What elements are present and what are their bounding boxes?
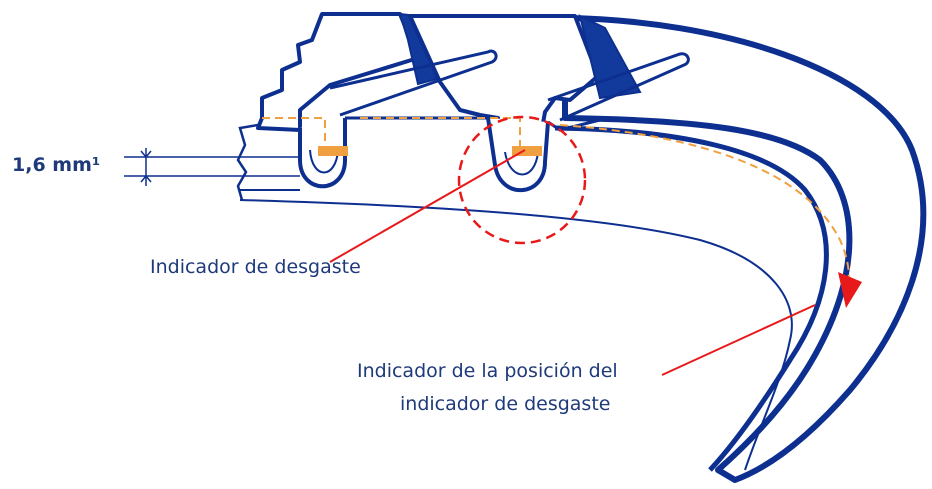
tread-block-1 — [256, 12, 420, 132]
wear-indicator-highlight-circle — [457, 115, 587, 245]
dimension-label: 1,6 mm¹ — [12, 154, 101, 176]
dimension-arrow-top — [140, 150, 152, 159]
position-arrow-head — [838, 272, 862, 308]
groove-1-rib — [329, 49, 498, 117]
wear-indicator-bar-2 — [512, 146, 542, 156]
tire-inner-liner — [239, 199, 793, 471]
wear-indicator-label: Indicador de desgaste — [150, 256, 361, 278]
tread-block-2-shade — [578, 14, 642, 100]
tire-inner-band — [554, 125, 829, 472]
wear-indicator-leader — [329, 149, 526, 263]
groove-1-inner — [309, 149, 339, 174]
groove-2-rib — [547, 52, 690, 122]
tread-position-dashed-path — [559, 124, 850, 286]
dimension-arrow-bottom — [140, 174, 152, 183]
wear-indicator-bar-1 — [318, 146, 348, 156]
cut-edge — [236, 123, 259, 201]
position-indicator-label-line2: indicador de desgaste — [400, 393, 611, 415]
tire-outer-contour — [562, 15, 927, 483]
position-indicator-leader — [661, 304, 816, 376]
position-indicator-label-line1: Indicador de la posición del — [357, 360, 618, 382]
